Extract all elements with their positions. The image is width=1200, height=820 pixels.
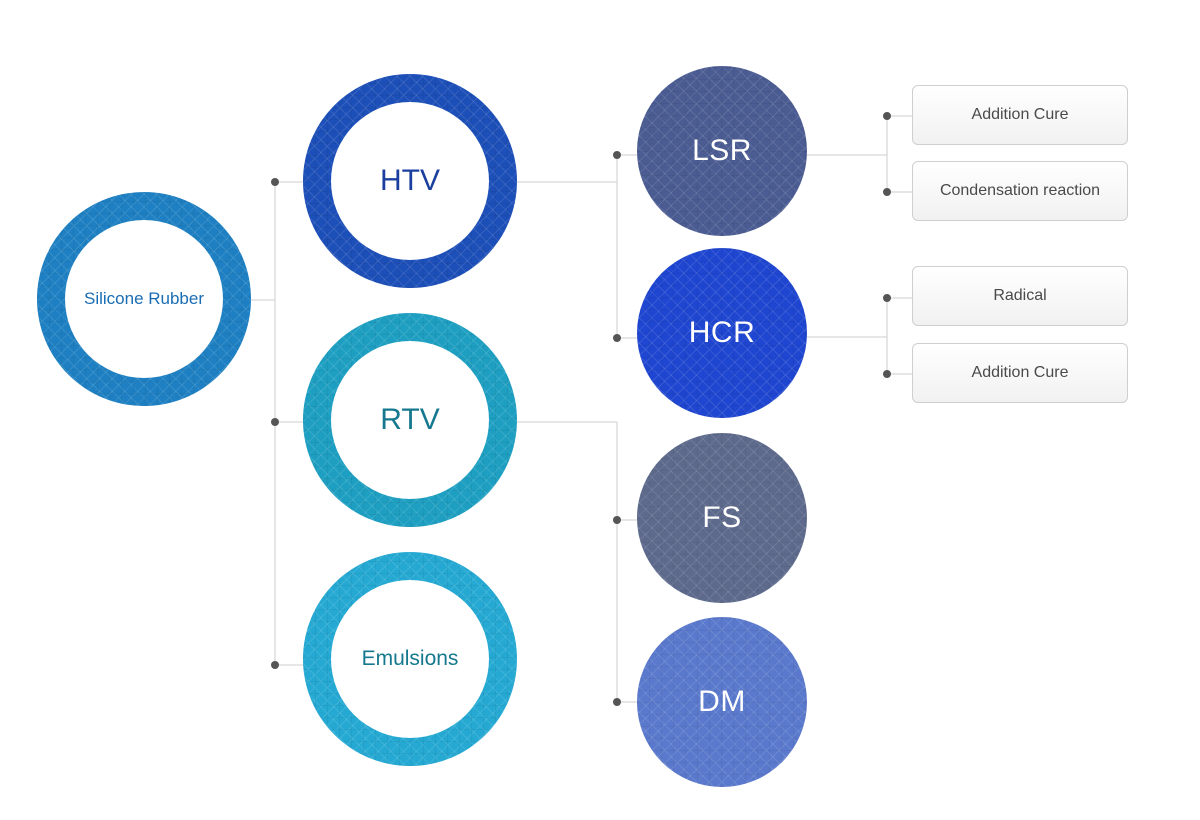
fs-label: FS bbox=[702, 501, 742, 534]
lsr-method-1-dot bbox=[883, 112, 891, 120]
dm-label: DM bbox=[698, 685, 746, 718]
lsr-method-1-label: Addition Cure bbox=[971, 106, 1069, 123]
htv-label: HTV bbox=[380, 164, 440, 197]
emulsions-node: Emulsions bbox=[303, 552, 517, 766]
emulsions-label: Emulsions bbox=[361, 647, 459, 670]
dm-node: DM bbox=[637, 617, 807, 787]
rtv-label: RTV bbox=[380, 403, 440, 436]
hcr-method-addition-cure: Addition Cure bbox=[912, 343, 1128, 403]
lsr-node: LSR bbox=[637, 66, 807, 236]
hcr-method-1-dot bbox=[883, 294, 891, 302]
hcr-node: HCR bbox=[637, 248, 807, 418]
lsr-method-addition-cure: Addition Cure bbox=[912, 85, 1128, 145]
lsr-dot bbox=[613, 151, 621, 159]
htv-dot bbox=[271, 178, 279, 186]
lsr-method-condensation-reaction: Condensation reaction bbox=[912, 161, 1128, 221]
hcr-method-1-label: Radical bbox=[993, 287, 1047, 304]
hcr-method-radical: Radical bbox=[912, 266, 1128, 326]
fs-dot bbox=[613, 516, 621, 524]
hcr-method-2-label: Addition Cure bbox=[971, 364, 1069, 381]
lsr-method-2-dot bbox=[883, 188, 891, 196]
rtv-node: RTV bbox=[303, 313, 517, 527]
rtv-dot bbox=[271, 418, 279, 426]
emulsions-dot bbox=[271, 661, 279, 669]
hcr-dot bbox=[613, 334, 621, 342]
silicone-rubber-label: Silicone Rubber bbox=[83, 289, 204, 308]
lsr-method-2-label: Condensation reaction bbox=[939, 182, 1101, 199]
lsr-label: LSR bbox=[692, 134, 752, 167]
fs-node: FS bbox=[637, 433, 807, 603]
silicone-rubber-node: Silicone Rubber bbox=[37, 192, 251, 406]
htv-node: HTV bbox=[303, 74, 517, 288]
hcr-label: HCR bbox=[688, 316, 756, 349]
dm-dot bbox=[613, 698, 621, 706]
hcr-method-2-dot bbox=[883, 370, 891, 378]
